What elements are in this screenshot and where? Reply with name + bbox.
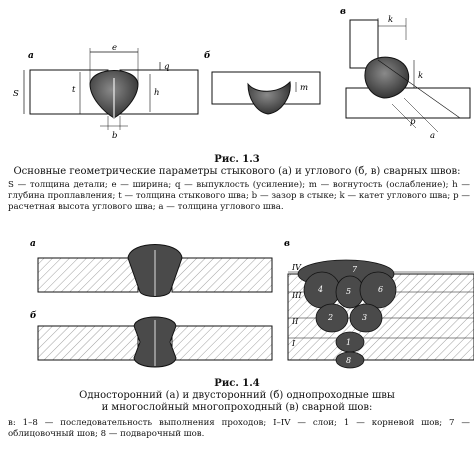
pass-label-3: 3 (362, 313, 367, 322)
pass-6 (359, 271, 397, 309)
fig14-panel-a: а (30, 239, 273, 297)
fig13-drawing: а e q S t h b (13, 7, 471, 141)
pass-label-2: 2 (327, 313, 333, 322)
fig13-panel-a: а e q S t h b (13, 43, 199, 141)
fig13-label-c: в (340, 7, 346, 17)
fig14-caption-line1: Односторонний (а) и двусторонний (б) одн… (79, 390, 395, 401)
dim-k-side: k (418, 71, 423, 81)
plate-b-left (37, 325, 139, 361)
concave-weld (247, 80, 291, 115)
dim-e: e (112, 43, 117, 53)
dim-m: m (300, 83, 308, 93)
pass-label-7: 7 (352, 265, 358, 274)
fig13-legend: S — толщина детали; e — ширина; q — выпу… (8, 180, 470, 212)
plate-a-left (37, 257, 139, 293)
plate-b-right (171, 325, 273, 361)
fig14-panel-c: в IV III II I 7 4 5 (284, 239, 474, 369)
fillet-weld (364, 56, 410, 99)
dim-a: a (430, 131, 435, 141)
fig13-title: Рис. 1.3 (214, 154, 260, 165)
fig14-legend: в: 1–8 — последовательность выполнения п… (8, 418, 470, 439)
dim-k-top: k (388, 15, 393, 25)
fig13-panel-b: б m (204, 50, 321, 115)
fig13-caption: Основные геометрические параметры стыков… (13, 166, 461, 177)
pass-8 (335, 351, 365, 369)
fig14-label-a: а (30, 239, 36, 249)
pass-label-8: 8 (346, 356, 351, 365)
fig14-label-b: б (30, 310, 37, 321)
layer-III: III (291, 291, 302, 300)
layer-I: I (291, 339, 296, 348)
fig14-panel-b: б (30, 310, 273, 368)
horizontal-plate (345, 87, 471, 119)
dim-p: p (410, 117, 416, 127)
fig14-label-c: в (284, 239, 290, 249)
vertical-plate (349, 19, 379, 69)
layer-IV: IV (291, 263, 302, 272)
pass-2 (315, 303, 349, 333)
fig14-title: Рис. 1.4 (214, 378, 260, 389)
pass-label-1: 1 (346, 338, 351, 347)
fig13-label-b: б (204, 50, 211, 61)
pass-label-6: 6 (378, 285, 383, 294)
pass-label-4: 4 (317, 285, 323, 294)
dim-S: S (13, 89, 19, 99)
dim-q: q (164, 62, 170, 72)
fig14-drawing: а б в IV III II I (30, 239, 474, 369)
fig14-caption-line2: и многослойный многопроходный (в) сварно… (101, 402, 373, 413)
layer-II: II (291, 317, 299, 326)
fig13-label-a: а (28, 51, 34, 61)
fig13-panel-c: в k k p a (340, 7, 471, 141)
pass-3 (349, 303, 383, 333)
dim-h: h (154, 88, 159, 98)
pass-label-5: 5 (346, 287, 351, 296)
dim-t: t (72, 85, 76, 95)
plate-a-right (171, 257, 273, 293)
dim-b: b (112, 131, 117, 141)
multipass-weld (297, 259, 397, 369)
